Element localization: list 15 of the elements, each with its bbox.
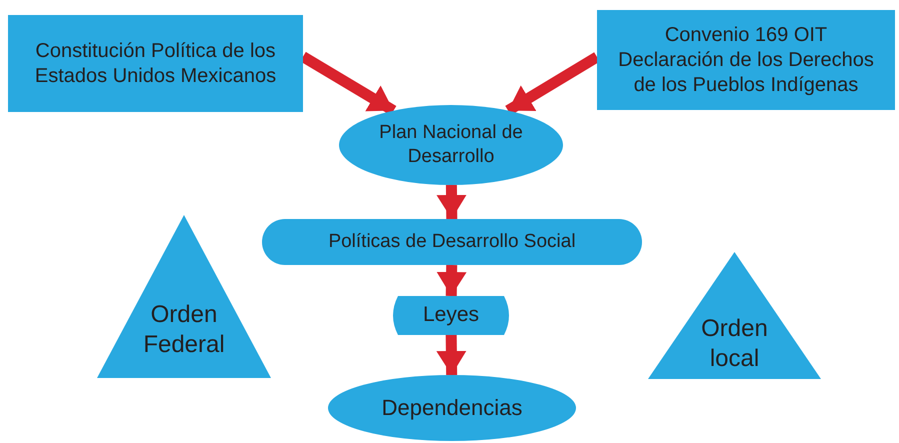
arrow	[436, 184, 467, 220]
node-label: Convenio 169 OIT	[664, 22, 828, 48]
node-label: Constitución Política de los Estados Unidos Mexicanos	[34, 38, 278, 88]
process-bar	[262, 219, 642, 265]
source-box	[597, 10, 895, 110]
arrow	[436, 264, 467, 296]
node-label: Orden local	[700, 314, 769, 374]
arrow	[436, 334, 466, 376]
node-label: Políticas de Desarrollo Social	[328, 230, 576, 254]
source-box	[8, 15, 303, 112]
node-label: Leyes	[422, 302, 480, 328]
node-label: Declaración de los Derechos de los Pueblos Indígenas	[617, 48, 875, 98]
node-label: Dependencias	[382, 394, 522, 422]
node-label: Orden Federal	[142, 300, 226, 360]
node-label: Plan Nacional de Desarrollo	[379, 121, 523, 169]
